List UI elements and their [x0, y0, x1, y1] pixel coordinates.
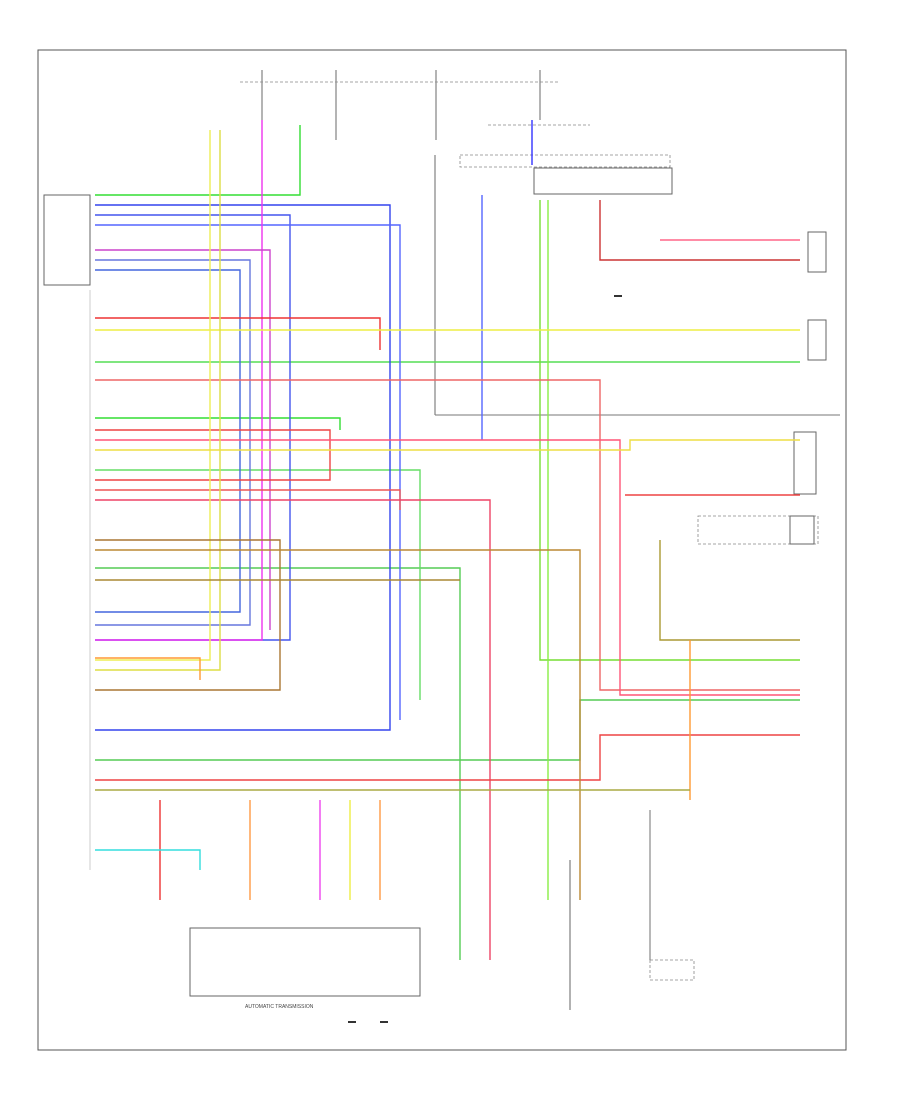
- transmission-label: AUTOMATIC TRANSMISSION: [245, 1004, 314, 1010]
- bottom-sensor: [649, 959, 695, 981]
- right-sensor: [793, 431, 817, 495]
- right-module: [789, 515, 815, 545]
- right-connector-2: [807, 319, 827, 361]
- right-relay-box: [533, 167, 673, 195]
- wire-harness: [95, 120, 800, 960]
- diagram-frame: [37, 49, 847, 1051]
- right-connector-1: [807, 231, 827, 273]
- top-fuse-feeds: [240, 70, 590, 140]
- right-module-outline: [697, 515, 819, 545]
- transmission-block: [189, 927, 421, 997]
- left-upper-connector: [43, 194, 91, 286]
- ground-icon: [348, 295, 622, 1023]
- relay-dashed-outline: [459, 154, 671, 168]
